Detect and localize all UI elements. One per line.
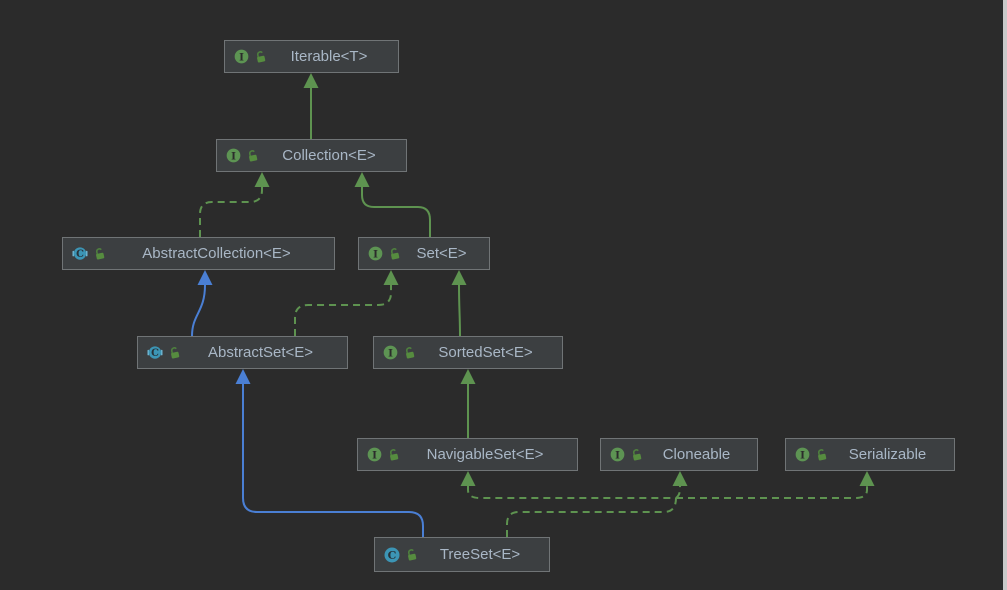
edge-abstractcollection-implements-collection	[199, 172, 270, 237]
uml-node-cloneable[interactable]: I Cloneable	[600, 438, 758, 471]
public-lock-icon	[246, 149, 259, 162]
node-label: Cloneable	[662, 446, 731, 463]
svg-text:C: C	[76, 249, 84, 260]
abstract-class-icon: C	[147, 345, 163, 360]
interface-icon: I	[234, 49, 249, 64]
public-lock-icon	[815, 448, 828, 461]
edge-treeset-implements-navigableset	[460, 471, 678, 537]
public-lock-icon	[168, 346, 181, 359]
uml-node-treeset[interactable]: C TreeSet<E>	[374, 537, 550, 572]
abstract-class-icon: C	[72, 246, 88, 261]
public-lock-icon	[403, 346, 416, 359]
public-lock-icon	[630, 448, 643, 461]
svg-text:C: C	[151, 348, 159, 359]
public-lock-icon	[387, 448, 400, 461]
public-lock-icon	[254, 50, 267, 63]
node-label: Serializable	[848, 446, 927, 463]
node-label: TreeSet<E>	[439, 546, 521, 563]
edge-treeset-extends-abstractset	[235, 369, 424, 537]
node-label: Set<E>	[416, 245, 467, 262]
edge-abstractset-implements-set	[294, 270, 399, 336]
interface-icon: I	[367, 447, 382, 462]
edge-treeset-implements-serializable	[676, 471, 875, 499]
svg-text:I: I	[373, 248, 378, 260]
svg-text:I: I	[615, 449, 620, 461]
uml-node-set[interactable]: I Set<E>	[358, 237, 490, 270]
interface-icon: I	[383, 345, 398, 360]
svg-text:I: I	[239, 51, 244, 63]
edge-set-extends-collection	[354, 172, 431, 237]
svg-text:I: I	[372, 449, 377, 461]
interface-icon: I	[368, 246, 383, 261]
interface-icon: I	[610, 447, 625, 462]
node-label: Iterable<T>	[290, 48, 368, 65]
edge-abstractset-extends-abstractcollection	[191, 270, 213, 337]
uml-node-sorted-set[interactable]: I SortedSet<E>	[373, 336, 563, 369]
uml-node-iterable[interactable]: I Iterable<T>	[224, 40, 399, 73]
uml-node-abstract-collection[interactable]: C AbstractCollection<E>	[62, 237, 335, 270]
uml-node-navigable-set[interactable]: I NavigableSet<E>	[357, 438, 578, 471]
public-lock-icon	[388, 247, 401, 260]
node-label: Collection<E>	[282, 147, 376, 164]
svg-text:I: I	[800, 449, 805, 461]
edge-sortedset-extends-set	[451, 270, 467, 337]
edge-collection-extends-iterable	[303, 73, 319, 139]
class-icon: C	[384, 547, 400, 563]
uml-node-abstract-set[interactable]: C AbstractSet<E>	[137, 336, 348, 369]
node-label: AbstractCollection<E>	[142, 245, 291, 262]
edge-treeset-implements-cloneable	[672, 471, 688, 499]
node-label: AbstractSet<E>	[207, 344, 314, 361]
svg-text:I: I	[388, 347, 393, 359]
window-edge-scrollbar-strip[interactable]	[1003, 0, 1007, 590]
edge-navigableset-extends-sortedset	[460, 369, 476, 438]
interface-icon: I	[795, 447, 810, 462]
node-label: SortedSet<E>	[438, 344, 533, 361]
public-lock-icon	[93, 247, 106, 260]
interface-icon: I	[226, 148, 241, 163]
node-label: NavigableSet<E>	[426, 446, 544, 463]
svg-text:C: C	[388, 549, 397, 562]
uml-node-serializable[interactable]: I Serializable	[785, 438, 955, 471]
public-lock-icon	[405, 548, 418, 561]
svg-text:I: I	[231, 150, 236, 162]
uml-node-collection[interactable]: I Collection<E>	[216, 139, 407, 172]
